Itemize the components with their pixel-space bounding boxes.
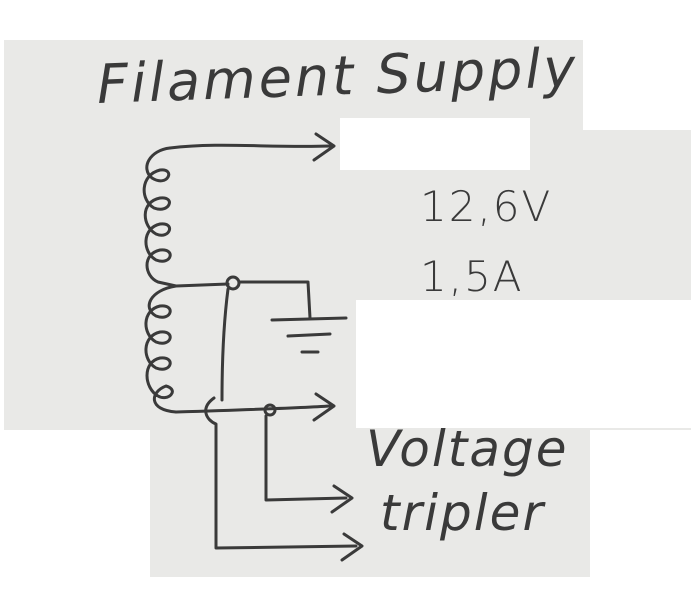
transformer-winding (142, 146, 178, 414)
junction-down-wire (220, 287, 230, 402)
top-output-arrow (312, 132, 336, 162)
branch-wire-2 (204, 396, 358, 550)
white-patch-top (0, 0, 691, 40)
current-label: 1,5A (420, 252, 524, 301)
destination-label-line2: tripler (380, 484, 546, 542)
branch-wire-1 (264, 414, 348, 502)
bottom-lead-wire (174, 404, 332, 414)
white-patch-bottom-left (0, 430, 150, 597)
bottom-lead-arrow (312, 392, 336, 422)
ground-wire (237, 280, 312, 320)
destination-label-line1: Voltage (366, 420, 569, 478)
white-patch-right-top (583, 0, 691, 130)
diagram-title: Filament Supply (95, 36, 580, 116)
white-patch-bottom (0, 577, 691, 597)
white-patch-label (340, 118, 530, 170)
white-patch-right-bottom (590, 430, 691, 577)
white-patch-right-mid (356, 300, 691, 428)
voltage-label: 12,6V (420, 182, 553, 231)
branch-arrow-1 (330, 484, 354, 514)
bottom-junction (263, 403, 277, 417)
ground-symbol (270, 316, 348, 354)
top-output-wire (168, 143, 332, 150)
white-patch-left (0, 40, 4, 597)
center-tap-wire (174, 282, 230, 288)
branch-arrow-2 (340, 532, 364, 562)
